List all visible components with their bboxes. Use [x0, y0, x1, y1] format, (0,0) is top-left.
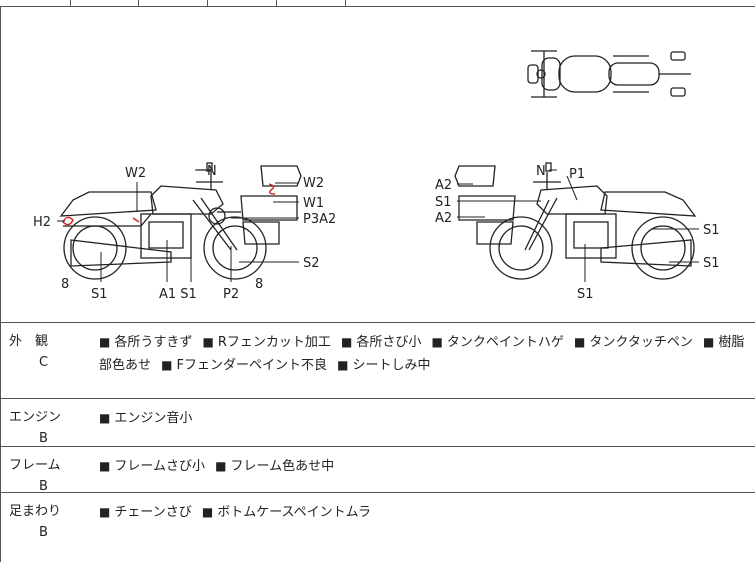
condition-item: 樹脂部色あせ: [99, 335, 745, 373]
condition-row-frame: フレーム B ■フレームさび小 ■フレーム色あせ中: [0, 446, 755, 494]
top-strip-divider: [345, 0, 346, 6]
condition-row-engine: エンジン B ■エンジン音小: [0, 398, 755, 447]
label-8-front-left: 8: [255, 277, 263, 292]
left-side-bike: [59, 162, 302, 280]
condition-item: ボトムケースペイントムラ: [217, 505, 371, 520]
label-p1-right: P1: [569, 167, 585, 182]
label-s1-right-engine: S1: [577, 287, 594, 302]
label-h2-left: H2: [33, 215, 51, 230]
label-a1s1-left: A1 S1: [159, 287, 197, 302]
condition-item: タンクペイントハゲ: [446, 335, 564, 350]
label-s1-right-muffler: S1: [703, 256, 720, 271]
top-table-strip: [0, 0, 755, 7]
grade-label: C: [39, 355, 49, 370]
condition-item: フレーム色あせ中: [230, 459, 335, 474]
label-s1-right-fairing: S1: [435, 195, 452, 210]
condition-item: Fフェンダーペイント不良: [176, 358, 327, 373]
row-category: 足まわり B: [9, 501, 89, 543]
label-s1-right-tail: S1: [703, 223, 720, 238]
category-label: 足まわり: [9, 504, 62, 519]
label-a2-right-windscreen: A2: [435, 178, 452, 193]
condition-row-exterior: 外 観 C ■各所うすきず ■Rフェンカット加工 ■各所さび小 ■タンクペイント…: [0, 322, 755, 399]
row-items: ■エンジン音小: [99, 411, 193, 426]
top-strip-divider: [276, 0, 277, 6]
label-n-right: N: [536, 164, 546, 179]
top-view-bike: [527, 50, 691, 98]
damage-marks: [62, 183, 276, 226]
label-s1-left: S1: [91, 287, 108, 302]
top-strip-divider: [70, 0, 71, 6]
condition-item: 各所うすきず: [114, 335, 193, 350]
top-strip-divider: [138, 0, 139, 6]
condition-item: 各所さび小: [356, 335, 422, 350]
grade-label: B: [39, 479, 48, 494]
category-label: エンジン: [9, 410, 62, 425]
row-category: フレーム B: [9, 455, 89, 497]
label-w1-left: W1: [303, 196, 324, 211]
grade-label: B: [39, 431, 48, 446]
right-side-bike: [454, 162, 697, 280]
condition-item: シートしみ中: [352, 358, 431, 373]
row-items: ■フレームさび小 ■フレーム色あせ中: [99, 459, 335, 474]
condition-item: チェーンさび: [114, 505, 192, 520]
row-category: エンジン B: [9, 407, 89, 449]
category-label: フレーム: [9, 458, 61, 473]
label-a2-right-bag: A2: [435, 211, 452, 226]
label-w2-left-windscreen: W2: [303, 176, 324, 191]
label-s2-left: S2: [303, 256, 320, 271]
label-p2-left: P2: [223, 287, 239, 302]
condition-item: タンクタッチペン: [589, 335, 693, 350]
category-label: 外 観: [9, 334, 49, 349]
condition-row-suspension: 足まわり B ■チェーンさび ■ボトムケースペイントムラ: [0, 492, 755, 562]
condition-item: フレームさび小: [114, 459, 205, 474]
row-category: 外 観 C: [9, 331, 89, 373]
label-8-rear-left: 8: [61, 277, 69, 292]
row-items: ■各所うすきず ■Rフェンカット加工 ■各所さび小 ■タンクペイントハゲ ■タン…: [99, 335, 745, 373]
top-strip-divider: [207, 0, 208, 6]
row-items: ■チェーンさび ■ボトムケースペイントムラ: [99, 505, 371, 520]
label-p3a2-left: P3A2: [303, 212, 336, 227]
label-n-left: N: [207, 164, 217, 179]
label-w2-left: W2: [125, 166, 146, 181]
grade-label: B: [39, 525, 48, 540]
condition-item: エンジン音小: [114, 411, 193, 426]
motorcycle-damage-diagram: W2 N W2 W1 P3A2 H2 S2 8 S1 A1 S1 P2 8 N …: [0, 6, 755, 322]
condition-item: Rフェンカット加工: [217, 335, 331, 350]
